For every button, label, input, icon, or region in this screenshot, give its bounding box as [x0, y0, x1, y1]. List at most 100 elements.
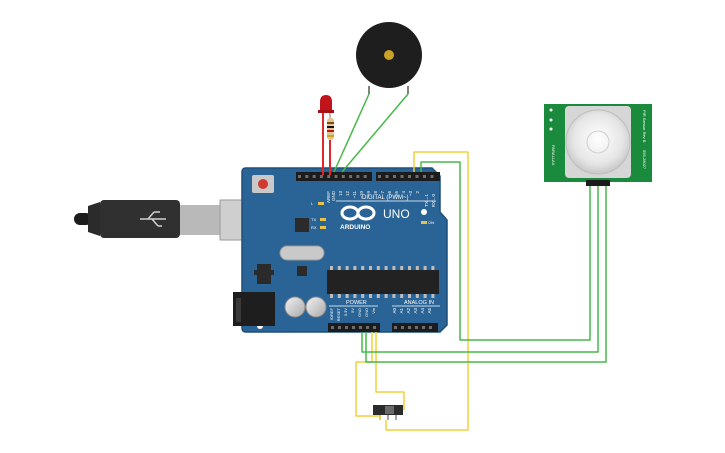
pin-label-rx0: RX←0 — [431, 194, 436, 208]
digital-pin[interactable] — [378, 175, 381, 178]
digital-pin[interactable] — [356, 175, 360, 178]
chip-leg — [330, 294, 333, 298]
digital-pin[interactable] — [319, 175, 323, 178]
digital-pin[interactable] — [415, 175, 419, 178]
power-pin[interactable] — [352, 326, 355, 329]
digital-pin[interactable] — [430, 175, 434, 178]
analog-pin[interactable] — [394, 326, 397, 329]
chip-leg — [392, 294, 396, 298]
analog-pin[interactable] — [401, 326, 404, 329]
arduino-uno-board: AREF GND 13 12 ~11 ~10 ~9 8 7 ~6 ~5 4 ~3… — [233, 167, 448, 333]
digital-pin[interactable] — [385, 175, 389, 178]
chip-leg — [369, 266, 372, 270]
led-label-on: ON — [428, 220, 434, 225]
digital-pin[interactable] — [400, 175, 404, 178]
analog-pin[interactable] — [408, 326, 411, 329]
wires — [333, 93, 607, 431]
led-label-l: L — [311, 201, 314, 206]
l-led — [318, 202, 324, 205]
digital-pin[interactable] — [298, 175, 301, 178]
led-label-rx: RX — [311, 225, 317, 230]
chip-leg — [392, 266, 396, 270]
pin-label-3: ~3 — [408, 191, 413, 197]
wire-buzzer-gnd — [333, 93, 370, 173]
wire-buzzer-signal — [341, 93, 409, 173]
digital-pin[interactable] — [334, 175, 338, 178]
digital-pin[interactable] — [305, 175, 309, 178]
power-pin[interactable] — [331, 326, 334, 329]
pin-label-ioref: IOREF — [329, 307, 334, 320]
digital-pin[interactable] — [363, 175, 367, 178]
chip-leg — [337, 266, 341, 270]
pin-label-7: 7 — [380, 191, 385, 194]
arduino-infinity-logo-icon — [340, 205, 376, 221]
analog-pin[interactable] — [415, 326, 418, 329]
wire-green-pir-2 — [361, 186, 599, 353]
pin-label-4: 4 — [401, 191, 406, 194]
digital-pin[interactable] — [349, 175, 353, 178]
pin-label-a4: A4 — [420, 308, 425, 314]
chip-leg — [408, 294, 411, 298]
digital-pin[interactable] — [408, 175, 411, 178]
digital-pin[interactable] — [393, 175, 396, 178]
pin-label-vin: Vin — [371, 308, 376, 314]
chip-leg — [415, 294, 419, 298]
usb-strain-relief — [88, 202, 100, 236]
digital-pin[interactable] — [312, 175, 316, 178]
dc-jack-inner — [236, 298, 241, 322]
analog-pin[interactable] — [422, 326, 425, 329]
chip-leg — [330, 266, 333, 270]
led-rim — [318, 110, 334, 113]
digital-pin[interactable] — [327, 175, 331, 178]
power-pin[interactable] — [359, 326, 362, 329]
red-led[interactable] — [318, 95, 334, 175]
pin-label-5v: 5V — [350, 308, 355, 313]
pin-label-a1: A1 — [399, 308, 404, 314]
chip-leg — [431, 294, 435, 298]
usb-controller-chip — [295, 218, 309, 232]
resistor[interactable] — [327, 113, 334, 175]
wire-green-pir-1 — [420, 161, 591, 341]
power-header-label: POWER — [346, 300, 367, 306]
tx-led — [320, 218, 326, 221]
chip-leg — [384, 266, 388, 270]
pin-label-3v3: 3.3V — [343, 308, 348, 317]
resistor-band — [327, 122, 334, 124]
slide-switch[interactable] — [373, 405, 403, 420]
pir-brand-text: PARALLAX — [551, 145, 556, 166]
pir-part-number: 555-28027 — [642, 150, 647, 170]
power-pin[interactable] — [345, 326, 348, 329]
pin-label-aref: AREF — [326, 191, 331, 203]
resistor-band — [327, 126, 334, 128]
analog-pin[interactable] — [429, 326, 432, 329]
power-pin[interactable] — [366, 326, 369, 329]
digital-pin[interactable] — [341, 175, 345, 178]
pin-label-6: ~6 — [387, 191, 392, 197]
rx-led — [320, 226, 326, 229]
chip-leg — [345, 294, 349, 298]
on-led — [421, 221, 427, 224]
power-pin[interactable] — [338, 326, 341, 329]
led-label-tx: TX — [311, 217, 316, 222]
digital-header-label: DIGITAL (PWM~) — [362, 195, 409, 201]
capacitor — [284, 296, 306, 318]
crystal-oscillator — [279, 245, 325, 261]
chip-leg — [431, 266, 435, 270]
chip-leg — [415, 266, 419, 270]
digital-pin[interactable] — [423, 175, 426, 178]
chip-leg — [369, 294, 372, 298]
smd-component — [297, 266, 307, 276]
switch-slider[interactable] — [385, 406, 394, 414]
digital-header-left — [296, 172, 372, 181]
chip-leg — [361, 294, 365, 298]
pir-sensor[interactable]: PARALLAX PIR Sensor Rev B 555-28027 — [544, 104, 652, 186]
piezo-buzzer[interactable] — [356, 22, 422, 94]
chip-leg — [353, 294, 357, 298]
power-pin[interactable] — [373, 326, 376, 329]
chip-leg — [423, 294, 427, 298]
analog-header-label: ANALOG IN — [404, 300, 434, 306]
reset-button-cap — [258, 179, 268, 189]
pin-label-reset: RESET — [336, 307, 341, 321]
usb-plug-metal — [180, 205, 220, 235]
